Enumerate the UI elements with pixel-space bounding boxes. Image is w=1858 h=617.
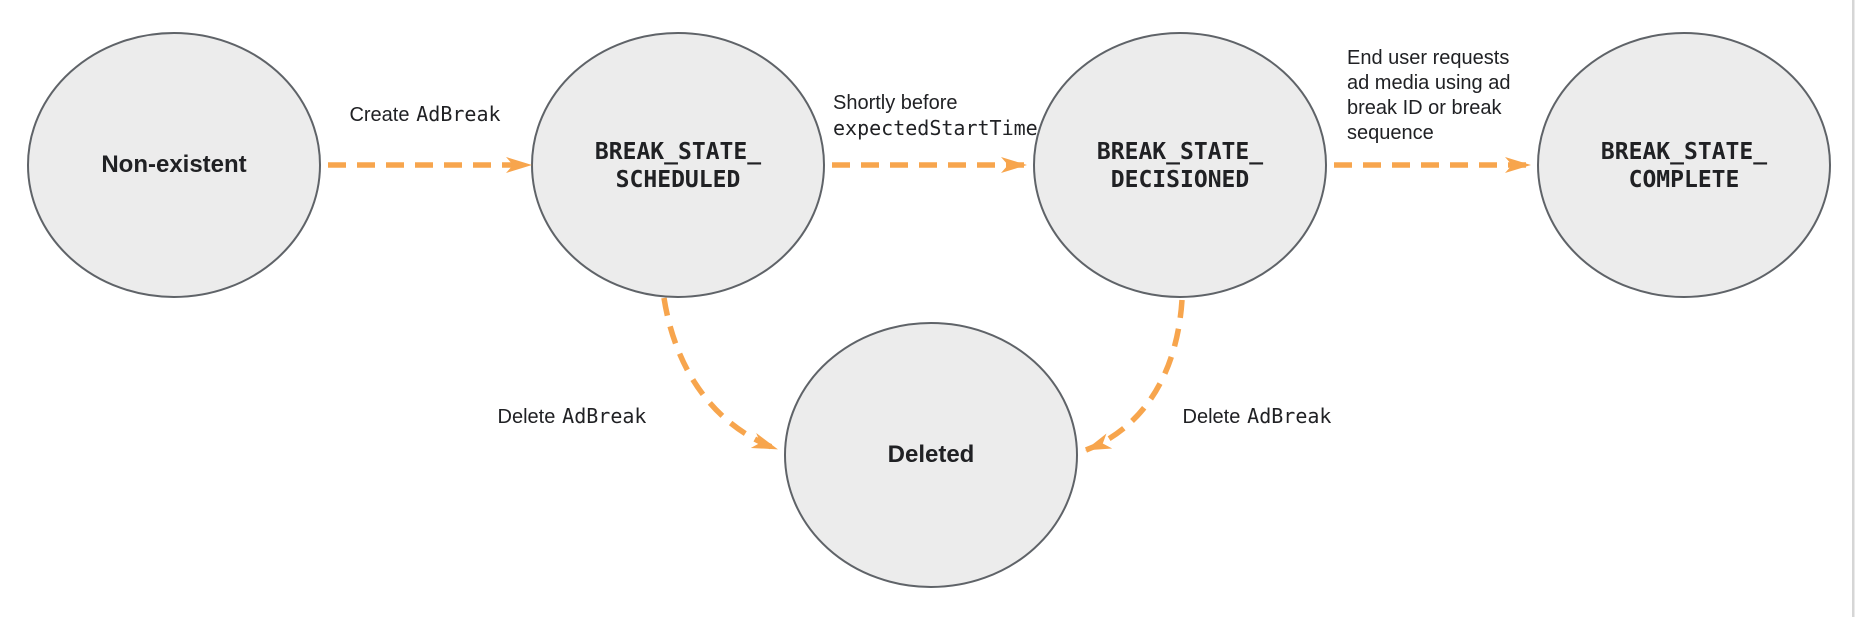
edge-label-line: sequence [1347,122,1434,144]
transition-delete-adbreak-from-scheduled-arrow [661,297,778,452]
edge-label-line: ad media using ad [1347,72,1511,94]
state-node-break-state-scheduled-label: BREAK_STATE_ SCHEDULED [595,138,761,194]
state-label-line: BREAK_STATE_ [1096,139,1264,165]
state-label-line: BREAK_STATE_ [594,139,762,165]
state-label-line: DECISIONED [1110,167,1250,193]
edge-label-text: Delete [497,406,556,428]
edge-label-code: AdBreak [1247,404,1332,428]
edge-label-text: Create [349,104,410,126]
state-node-break-state-complete-circle [1537,32,1831,298]
edge-label-line: End user requests [1347,47,1510,69]
transition-end-user-requests-label: End user requests ad media using ad brea… [1347,46,1510,146]
state-node-deleted-circle [784,322,1078,588]
state-node-non-existent-label: Non-existent [101,151,247,178]
edge-label-line: break ID or break [1347,97,1502,119]
transition-delete-adbreak-from-decisioned-arrow [1085,299,1185,453]
state-label-line: COMPLETE [1628,167,1740,193]
state-label-line: BREAK_STATE_ [1600,139,1768,165]
state-node-break-state-decisioned-label: BREAK_STATE_ DECISIONED [1097,138,1263,194]
state-node-break-state-decisioned-circle [1033,32,1327,298]
edge-label-text: Delete [1182,406,1241,428]
edge-label-code: AdBreak [416,102,501,126]
page-right-border [1852,0,1855,617]
state-node-break-state-scheduled-circle [531,32,825,298]
transition-shortly-before-label: Shortly before expectedStartTime [833,91,1038,141]
state-node-deleted-label: Deleted [887,441,975,468]
state-node-non-existent-circle [27,32,321,298]
transition-create-adbreak-label: Create AdBreak [349,102,500,128]
edge-label-code: AdBreak [562,404,647,428]
transition-delete-adbreak-from-scheduled-label: Delete AdBreak [498,404,647,430]
edge-label-code: expectedStartTime [833,116,1038,140]
state-label-line: SCHEDULED [615,167,741,193]
edge-label-text: Shortly before [833,92,958,114]
transition-delete-adbreak-from-decisioned-label: Delete AdBreak [1183,404,1332,430]
state-node-break-state-complete-label: BREAK_STATE_ COMPLETE [1601,138,1767,194]
